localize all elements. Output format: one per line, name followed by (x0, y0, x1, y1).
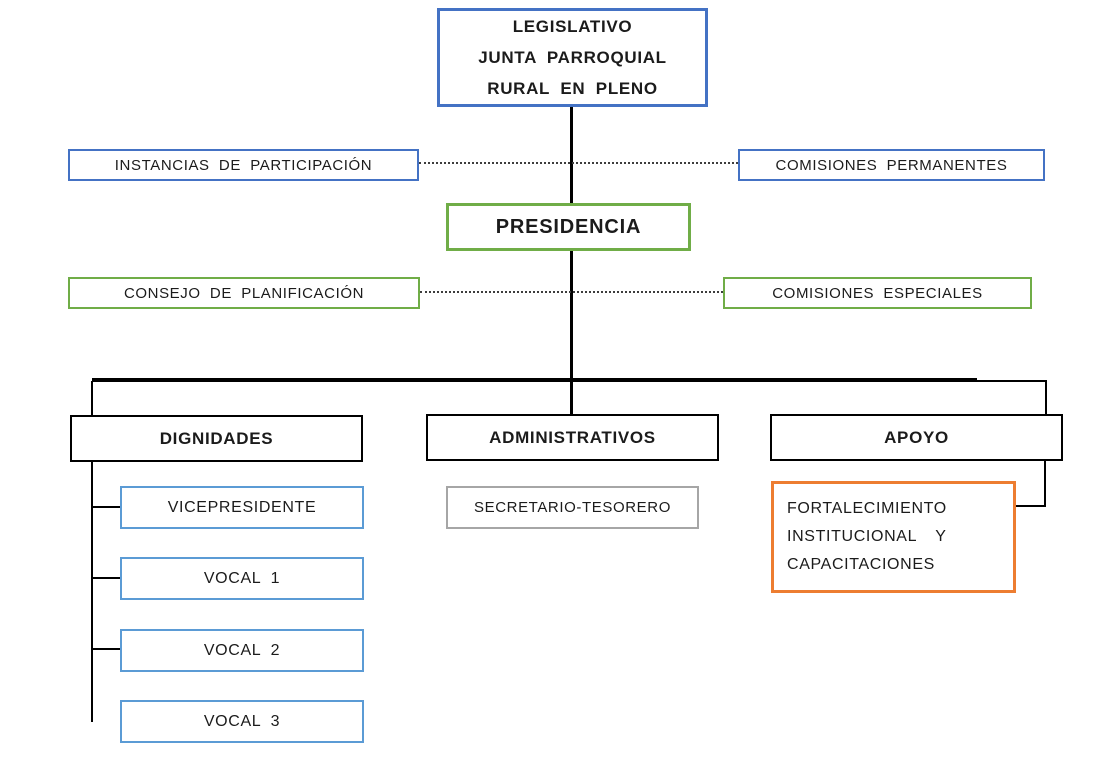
connector-main-horizontal-thin (975, 380, 1047, 382)
node-administrativos-label: ADMINISTRATIVOS (489, 427, 656, 447)
node-legislativo-line1: LEGISLATIVO (512, 17, 633, 36)
node-vocal-1-label: VOCAL 1 (203, 569, 281, 587)
connector-presidencia-administrativos (570, 251, 573, 414)
node-legislativo-line2: JUNTA PARROQUIAL (478, 48, 667, 67)
node-dignidades: DIGNIDADES (70, 415, 363, 462)
node-comisiones-especiales-label: COMISIONES ESPECIALES (772, 284, 983, 302)
node-apoyo-label: APOYO (884, 427, 949, 447)
connector-legislativo-presidencia (570, 107, 573, 203)
dotted-connector-consejo-comisiones-especiales (420, 291, 723, 293)
node-comisiones-especiales: COMISIONES ESPECIALES (723, 277, 1032, 309)
node-comisiones-permanentes-label: COMISIONES PERMANENTES (775, 156, 1008, 174)
node-administrativos: ADMINISTRATIVOS (426, 414, 719, 461)
node-apoyo: APOYO (770, 414, 1063, 461)
node-vocal-3: VOCAL 3 (120, 700, 364, 743)
connector-apoyo-fortalecimiento-vertical (1044, 461, 1046, 507)
node-fortalecimiento-line3: CAPACITACIONES (787, 556, 935, 573)
node-legislativo-line3: RURAL EN PLENO (487, 79, 658, 98)
connector-stub-vocal1 (91, 577, 120, 579)
connector-drop-dignidades (91, 381, 93, 415)
connector-apoyo-fortalecimiento-horizontal (1016, 505, 1046, 507)
node-consejo-de-planificacion: CONSEJO DE PLANIFICACIÓN (68, 277, 420, 309)
node-vicepresidente: VICEPRESIDENTE (120, 486, 364, 529)
node-consejo-label: CONSEJO DE PLANIFICACIÓN (123, 284, 365, 302)
connector-drop-apoyo (1045, 381, 1047, 414)
node-presidencia: PRESIDENCIA (446, 203, 691, 251)
node-presidencia-label: PRESIDENCIA (495, 215, 642, 238)
dotted-connector-instancias-comisiones-permanentes (419, 162, 738, 164)
node-comisiones-permanentes: COMISIONES PERMANENTES (738, 149, 1045, 181)
node-vocal-2: VOCAL 2 (120, 629, 364, 672)
connector-stub-vicepresidente (91, 506, 120, 508)
node-instancias-de-participacion: INSTANCIAS DE PARTICIPACIÓN (68, 149, 419, 181)
node-dignidades-label: DIGNIDADES (159, 428, 274, 448)
node-fortalecimiento-line2: INSTITUCIONAL Y (787, 528, 947, 545)
node-fortalecimiento-line1: FORTALECIMIENTO (787, 500, 947, 517)
node-vocal-1: VOCAL 1 (120, 557, 364, 600)
node-vocal-3-label: VOCAL 3 (203, 712, 281, 730)
node-instancias-label: INSTANCIAS DE PARTICIPACIÓN (114, 156, 373, 174)
connector-dignidades-children-vertical (91, 462, 93, 722)
node-legislativo: LEGISLATIVO JUNTA PARROQUIAL RURAL EN PL… (437, 8, 708, 107)
connector-main-horizontal-thick (92, 378, 977, 382)
node-fortalecimiento: FORTALECIMIENTO INSTITUCIONAL Y CAPACITA… (771, 481, 1016, 593)
node-vicepresidente-label: VICEPRESIDENTE (167, 498, 317, 516)
node-vocal-2-label: VOCAL 2 (203, 641, 281, 659)
connector-stub-vocal2 (91, 648, 120, 650)
node-secretario-tesorero: SECRETARIO-TESORERO (446, 486, 699, 529)
node-secretario-tesorero-label: SECRETARIO-TESORERO (474, 499, 671, 516)
